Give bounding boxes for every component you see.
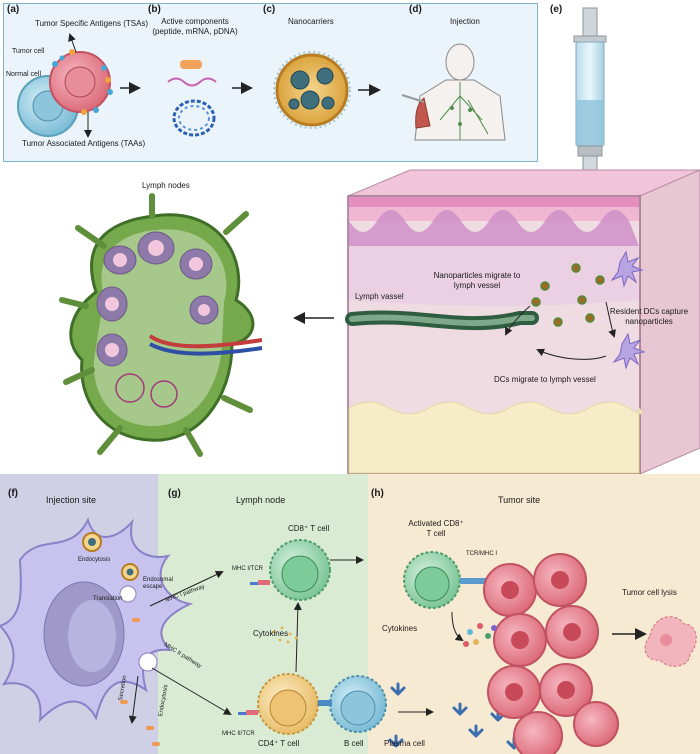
cd8-label: CD8⁺ T cell [288, 524, 330, 533]
activated-cd8-t-cell [403, 551, 490, 609]
tumor-cell-label: Tumor cell [12, 48, 45, 55]
dc-capture-text-2: nanoparticles [625, 317, 673, 326]
pdna-icon [172, 99, 216, 137]
dendritic-cell-large [0, 517, 194, 723]
cd4-t-cell [257, 673, 319, 735]
panel-e-letter: (e) [550, 4, 563, 15]
panel-h-title: Tumor site [498, 495, 541, 505]
panel-b-title: Active components [161, 17, 229, 26]
human-figure-icon [401, 43, 506, 141]
mhc2-tcr-label: MHC II/TCR [222, 731, 255, 737]
panel-d-title: Injection [450, 17, 480, 26]
nanocarrier-icon [273, 51, 351, 129]
panel-d-letter: (d) [409, 4, 422, 15]
panel-f-title: Injection site [46, 495, 97, 505]
mrna-icon [167, 77, 217, 87]
cd8-t-cell [269, 539, 331, 601]
cytokines-label-g: Cytokines [253, 629, 289, 638]
activated-cd8-label-2: T cell [426, 529, 446, 538]
panel-g-title: Lymph node [236, 495, 286, 505]
dc-migrate-text: DCs migrate to lymph vessel [494, 375, 596, 384]
dendritic-cell-icon [610, 250, 646, 370]
cytokine-particles [463, 623, 497, 647]
activated-cd8-label: Activated CD8⁺ [408, 519, 464, 528]
translation-label: Translation [93, 596, 123, 602]
escape-label: escape [143, 584, 163, 590]
tumor-cell [49, 49, 113, 115]
b-cell-label: B cell [344, 739, 364, 748]
lysed-tumor-cell [644, 616, 697, 667]
panel-b-subtitle: (peptide, mRNA, pDNA) [152, 27, 238, 36]
lymph-nodes-title: Lymph nodes [142, 181, 190, 190]
tsa-label: Tumor Specific Antigens (TSAs) [35, 19, 149, 28]
cytokines-label-h: Cytokines [382, 624, 418, 633]
nanoparticle-dots [531, 263, 605, 327]
panel-c-title: Nanocarriers [288, 17, 334, 26]
endocytosed-nanoparticle [82, 532, 139, 581]
endocytosis-label-top: Endocytosis [78, 557, 111, 563]
plasma-cell-label: Plasma cell [384, 739, 425, 748]
endosomal-label: Endosomal [143, 577, 174, 583]
b-cell [329, 675, 387, 733]
lymph-vessel-label: Lymph vassel [355, 292, 404, 301]
tumor-lysis-label: Tumor cell lysis [622, 588, 677, 597]
nanoparticle-migrate-text: Nanoparticles migrate to [433, 271, 521, 280]
skin-cross-section [347, 169, 700, 475]
panel-a-letter: (a) [7, 4, 20, 15]
lymph-node-icon [59, 193, 263, 457]
panel-b-letter: (b) [148, 4, 161, 15]
cytokine-dots [272, 626, 298, 644]
panel-f-letter: (f) [8, 488, 18, 499]
mhc-receptor-icons [238, 580, 332, 715]
lymph-vessel-tube [345, 310, 539, 331]
panel-h-letter: (h) [371, 488, 384, 499]
taa-label: Tumor Associated Antigens (TAAs) [22, 139, 146, 148]
dc-capture-text: Resident DCs capture [609, 307, 689, 316]
cd4-label: CD4⁺ T cell [258, 739, 300, 748]
tcr-mhc1-label: TCR/MHC I [466, 551, 497, 557]
panel-c-letter: (c) [263, 4, 276, 15]
panel-g-letter: (g) [168, 488, 181, 499]
peptide-icon [180, 60, 202, 69]
nanoparticle-migrate-text-2: lymph vessel [453, 281, 501, 290]
mhc1-tcr-label: MHC I/TCR [232, 566, 263, 572]
syringe-icon [573, 7, 607, 262]
normal-cell-label: Normal cell [6, 71, 42, 78]
